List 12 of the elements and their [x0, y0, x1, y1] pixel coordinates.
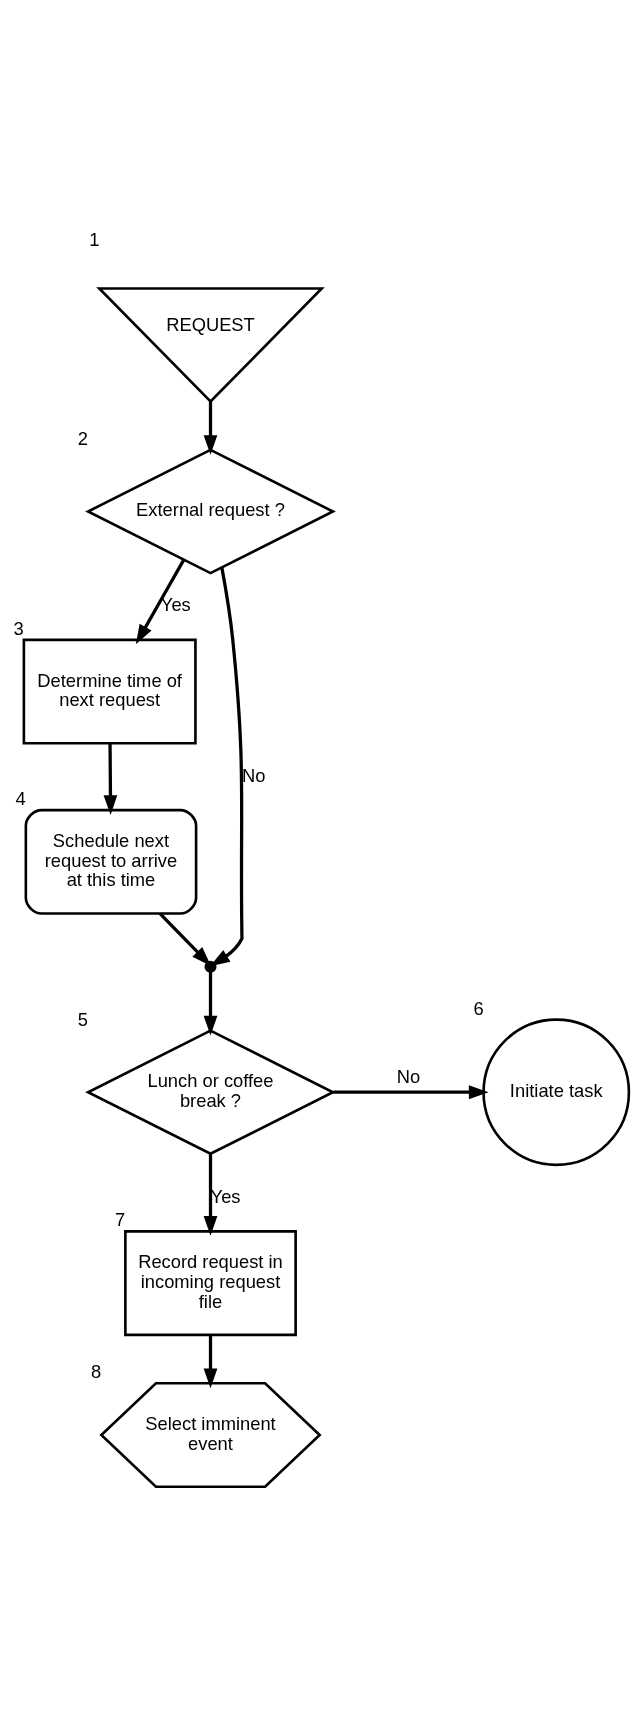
- edge-label: Yes: [210, 1185, 241, 1207]
- node-label: 6: [473, 997, 484, 1019]
- edge-label: No: [396, 1065, 421, 1087]
- node-label: 5: [77, 1008, 88, 1030]
- node-label: 3: [13, 617, 24, 639]
- node-label: 1: [89, 228, 100, 250]
- node-label: 7: [115, 1208, 126, 1230]
- node-label: 2: [77, 427, 88, 449]
- node-label: 4: [15, 787, 26, 809]
- edge-label: Yes: [160, 593, 191, 615]
- node-label: 8: [90, 1360, 102, 1382]
- edge-label: No: [242, 764, 266, 786]
